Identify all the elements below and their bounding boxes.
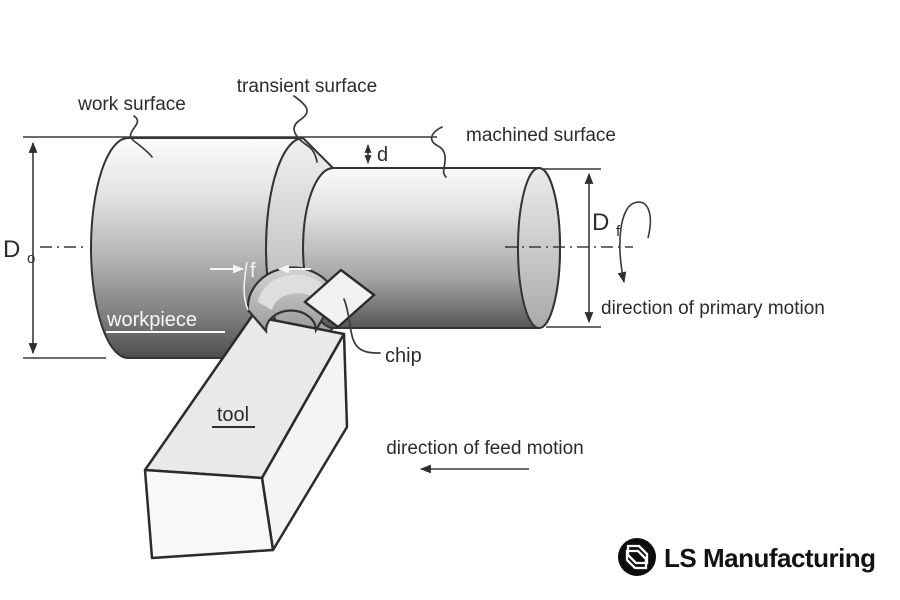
- transient-surface-label: transient surface: [237, 76, 377, 97]
- chip-label: chip: [385, 345, 422, 367]
- chip-leader: [343, 298, 381, 354]
- do-subscript: o: [27, 250, 35, 267]
- brand-text: LS Manufacturing: [664, 543, 876, 573]
- f-extension-curve: [243, 261, 249, 311]
- chip-curl-highlight: [258, 274, 330, 310]
- work-surface-label: work surface: [77, 94, 186, 115]
- tool-end-face: [143, 468, 275, 560]
- machined-surface-label: machined surface: [466, 125, 616, 146]
- primary-motion-label: direction of primary motion: [601, 298, 825, 319]
- f-label: f: [250, 260, 256, 282]
- machined-surface-leader: [430, 126, 447, 178]
- df-symbol: D: [592, 209, 609, 236]
- df-subscript: f: [616, 223, 621, 240]
- feed-motion-label: direction of feed motion: [386, 438, 584, 459]
- do-symbol: D: [3, 236, 20, 263]
- workpiece-label: workpiece: [106, 309, 197, 331]
- d-label: d: [377, 144, 388, 166]
- do-label: D o: [3, 236, 35, 267]
- df-label: D f: [592, 209, 621, 240]
- ls-monogram-stroke-bottom: [625, 549, 648, 570]
- ls-monogram-icon: [618, 538, 656, 576]
- tool-body: [143, 314, 349, 560]
- work-surface-leader: [129, 115, 153, 158]
- f-dimension: [210, 261, 311, 311]
- brand-logo: LS Manufacturing: [618, 538, 876, 576]
- cylinder-end-face: [517, 167, 561, 329]
- primary-motion-rotation-arrow: [617, 201, 652, 284]
- transient-surface-leader: [293, 95, 318, 163]
- tool-label: tool: [217, 404, 249, 426]
- chip-ribbon: [303, 268, 376, 329]
